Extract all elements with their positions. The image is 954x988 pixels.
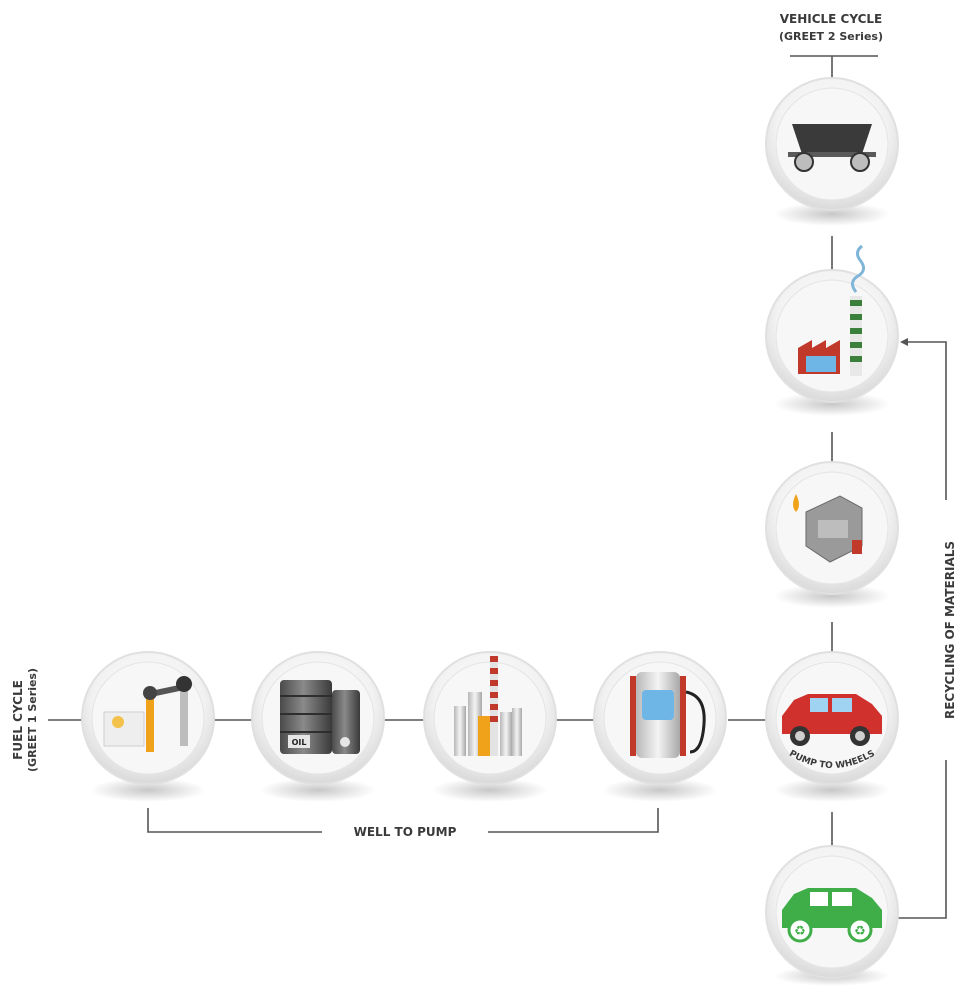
refinery-node [423,651,557,802]
vehicle-cycle-title: VEHICLE CYCLE [780,12,883,26]
red-car-icon [782,694,882,746]
recycle-icon-right: ♻ [854,923,866,938]
engine-assembly-node [765,461,899,608]
ore-mine-cart-node [765,77,899,226]
vehicle-cycle-subtitle: (GREET 2 Series) [779,30,883,43]
pump-to-wheels-node: PUMP TO WHEELS [765,651,899,802]
engine-icon [793,494,863,563]
factory-icon [798,244,865,376]
mine-cart-icon [788,124,876,172]
recycling-of-materials-label: RECYCLING OF MATERIALS [943,541,954,719]
fuel-pump-node [593,651,727,802]
factory-node [765,244,899,416]
refinery-icon [454,656,522,756]
recycled-car-node: ♻ ♻ [765,845,899,986]
green-car-icon [782,888,882,943]
oil-barrel-label: OIL [292,738,307,747]
connector-lines [48,55,947,919]
recycle-icon-left: ♻ [794,923,806,938]
oil-barrel-icon: OIL [280,680,360,754]
oil-barrels-node: OIL [251,651,385,802]
fuel-pump-icon [630,672,706,758]
fuel-cycle-subtitle: (GREET 1 Series) [26,668,39,772]
well-to-pump-label: WELL TO PUMP [354,825,457,839]
oil-well-node [81,651,215,802]
oil-pump-icon [103,676,192,752]
fuel-cycle-title: FUEL CYCLE [11,680,25,760]
